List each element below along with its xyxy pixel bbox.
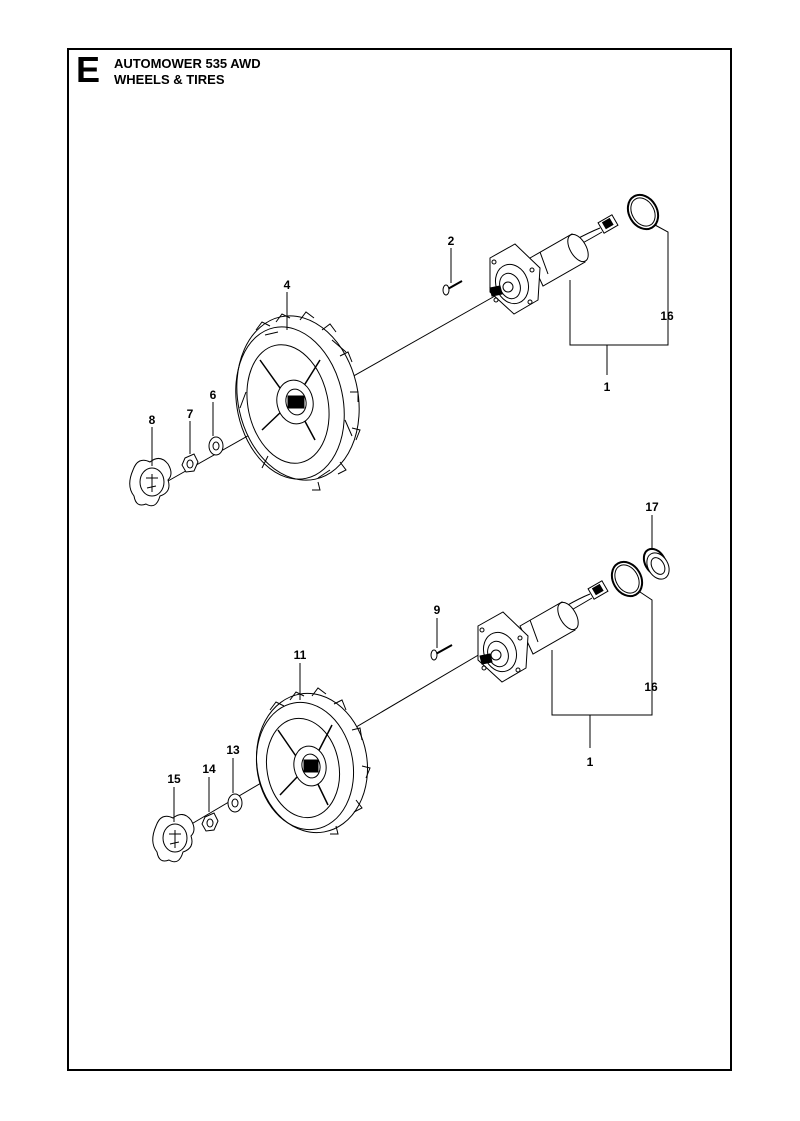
screw-part-9-lower xyxy=(430,644,453,661)
callout-16-upper: 16 xyxy=(660,309,674,323)
callout-6: 6 xyxy=(210,388,217,402)
drawing-frame xyxy=(67,48,732,1071)
nut-part-7 xyxy=(181,453,199,473)
wheel-part-4 xyxy=(235,311,361,491)
motor-connector-lower xyxy=(565,580,609,613)
callout-14: 14 xyxy=(202,762,216,776)
wheel-motor-part-1-lower xyxy=(477,601,579,683)
callout-13: 13 xyxy=(226,743,240,757)
wheel-motor-part-1-upper xyxy=(489,233,589,315)
hub-cap-part-8 xyxy=(129,458,172,507)
callout-4: 4 xyxy=(284,278,291,292)
section-letter: E xyxy=(76,49,101,90)
leader-bracket-1-16-lower xyxy=(551,591,653,716)
nut-part-14 xyxy=(201,812,219,832)
callout-8: 8 xyxy=(149,413,156,427)
callout-1-lower: 1 xyxy=(587,755,594,769)
callout-15: 15 xyxy=(167,772,181,786)
bearing-part-17 xyxy=(642,547,670,580)
washer-part-6 xyxy=(208,436,224,456)
title-assembly: WHEELS & TIRES xyxy=(114,72,225,87)
title-model: AUTOMOWER 535 AWD xyxy=(114,56,261,71)
hub-cap-part-15 xyxy=(152,814,195,863)
callout-17: 17 xyxy=(645,500,659,514)
callout-1-upper: 1 xyxy=(604,380,611,394)
leader-bracket-1-16-upper xyxy=(569,224,669,346)
o-ring-part-16-upper xyxy=(626,193,660,231)
callout-16-lower: 16 xyxy=(644,680,658,694)
screw-part-2-upper xyxy=(442,280,463,296)
washer-part-13 xyxy=(227,793,243,813)
o-ring-part-16-lower xyxy=(610,560,644,598)
callout-7: 7 xyxy=(187,407,194,421)
callout-9: 9 xyxy=(434,603,441,617)
page-title: AUTOMOWER 535 AWD WHEELS & TIRES xyxy=(114,56,261,88)
wheel-part-11 xyxy=(255,687,371,835)
callout-11: 11 xyxy=(294,648,307,662)
callout-2: 2 xyxy=(448,234,455,248)
